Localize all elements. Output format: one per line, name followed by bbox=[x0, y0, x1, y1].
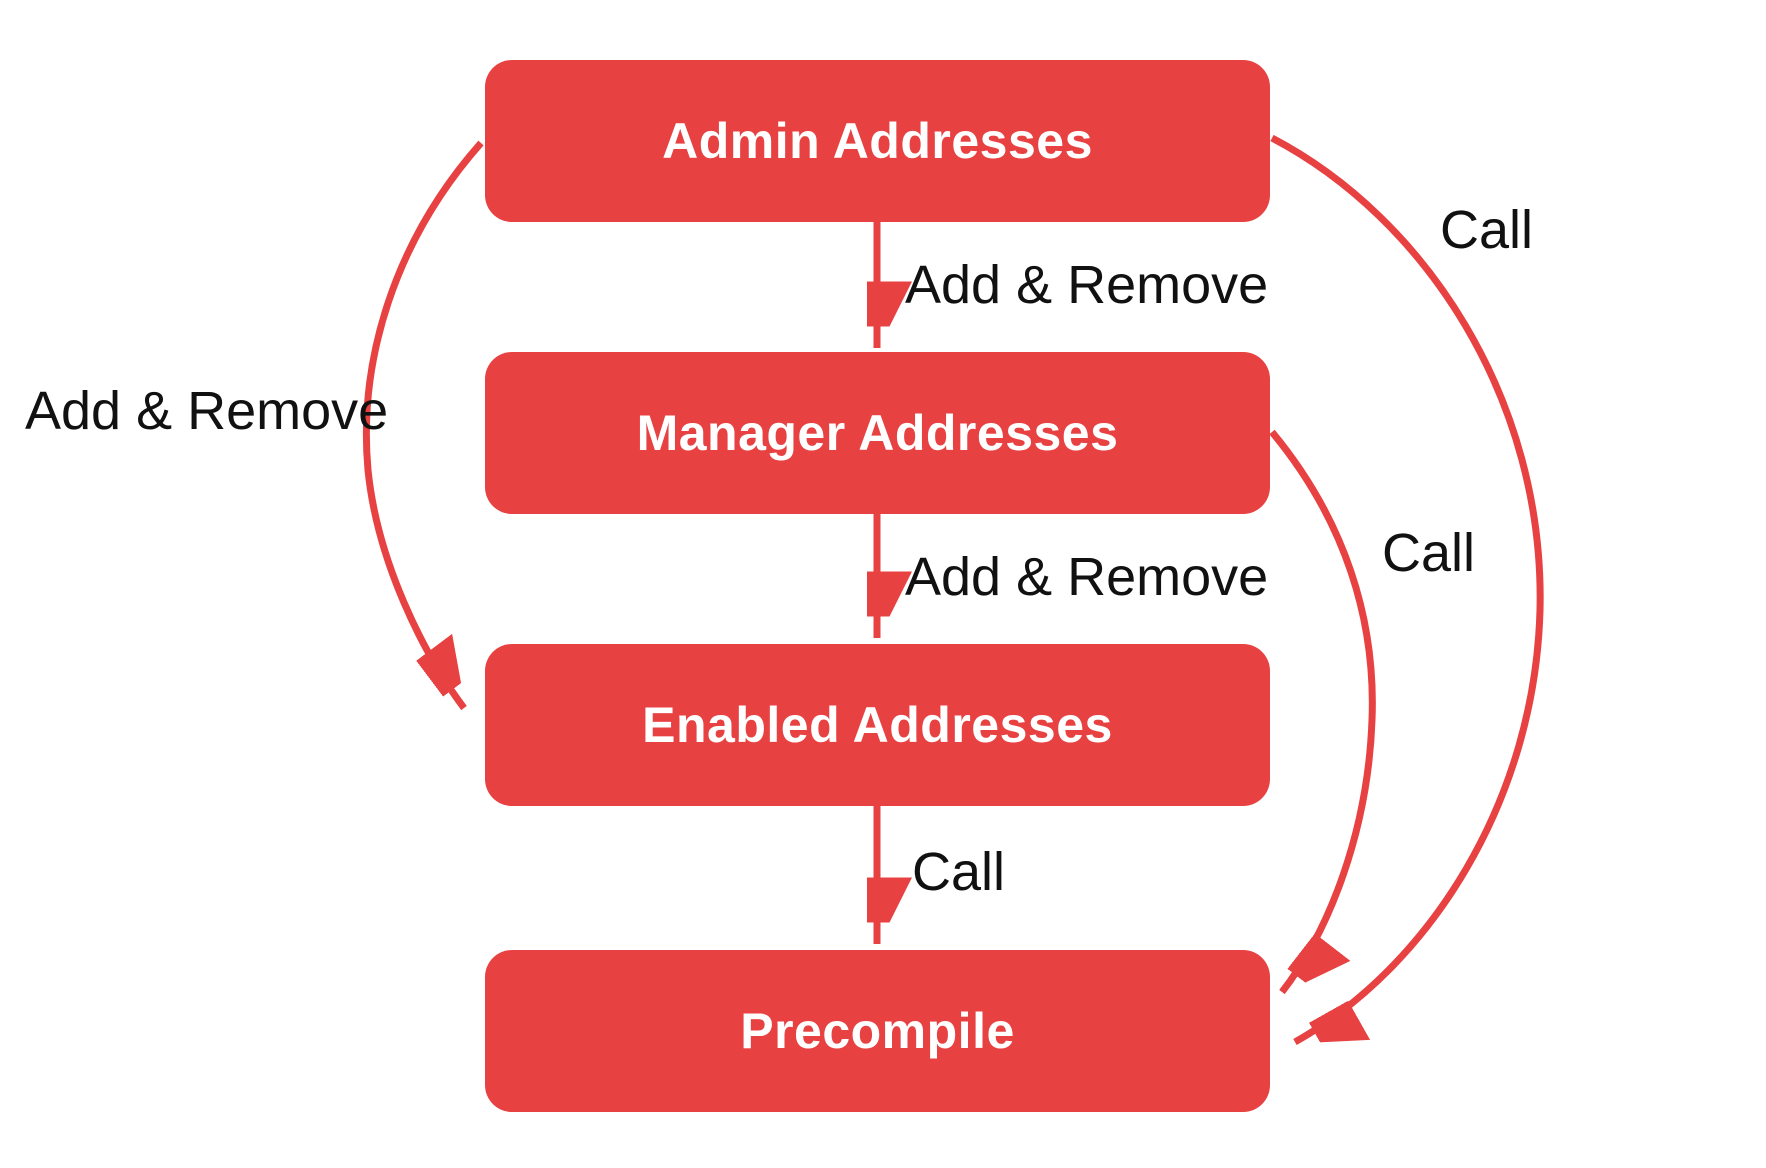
edge-label-enabled-precompile: Call bbox=[912, 842, 1006, 902]
node-label: Enabled Addresses bbox=[642, 697, 1113, 753]
edge-admin-to-enabled-curve bbox=[362, 140, 484, 711]
node-label: Admin Addresses bbox=[662, 113, 1093, 169]
edge-admin-to-precompile-curve bbox=[1270, 134, 1544, 1046]
node-precompile: Precompile bbox=[485, 950, 1270, 1112]
edge-label-manager-precompile: Call bbox=[1382, 523, 1476, 583]
node-admin-addresses: Admin Addresses bbox=[485, 60, 1270, 222]
edge-manager-to-precompile-curve bbox=[1269, 429, 1376, 992]
edge-label-admin-enabled: Add & Remove bbox=[25, 381, 389, 441]
node-label: Manager Addresses bbox=[636, 405, 1119, 461]
edge-label-manager-enabled: Add & Remove bbox=[905, 547, 1269, 607]
node-label: Precompile bbox=[740, 1003, 1015, 1059]
node-enabled-addresses: Enabled Addresses bbox=[485, 644, 1270, 806]
edge-label-admin-precompile: Call bbox=[1440, 200, 1534, 260]
node-manager-addresses: Manager Addresses bbox=[485, 352, 1270, 514]
edge-label-admin-manager: Add & Remove bbox=[905, 255, 1269, 315]
